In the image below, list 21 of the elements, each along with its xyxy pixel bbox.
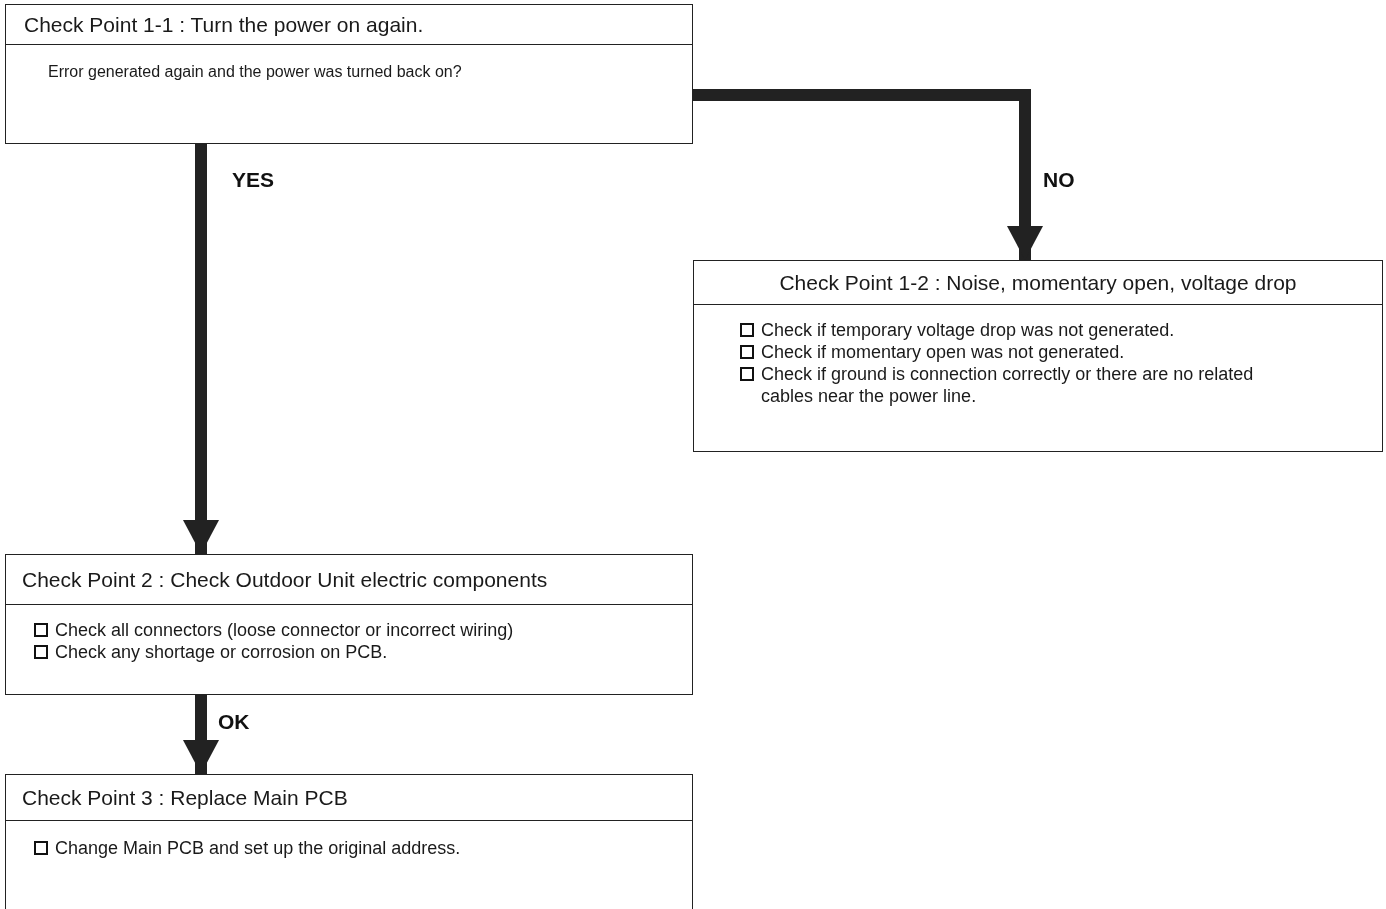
question-text: Error generated again and the power was turned back on? xyxy=(48,63,463,81)
process-box xyxy=(5,4,693,144)
checklist-item: Check if temporary voltage drop was not generated. xyxy=(761,319,1175,341)
checklist-item: Check if ground is connection correctly or there are no related cables near the power line. xyxy=(761,363,1255,407)
edge-label: NO xyxy=(1043,168,1075,192)
edge-label: OK xyxy=(218,710,250,734)
checklist-item: Check all connectors (loose connector or incorrect wiring) xyxy=(55,619,514,641)
box-heading: Check Point 1-2 : Noise, momentary open, voltage drop xyxy=(779,270,1297,295)
box-heading: Check Point 2 : Check Outdoor Unit electric components xyxy=(22,567,548,592)
process-box xyxy=(5,774,693,909)
box-heading: Check Point 1-1 : Turn the power on again. xyxy=(24,12,424,37)
arrow xyxy=(693,89,1043,260)
process-box xyxy=(693,260,1383,452)
checklist-item: Check any shortage or corrosion on PCB. xyxy=(55,641,388,663)
process-box xyxy=(5,554,693,695)
edge-label: YES xyxy=(232,168,275,192)
arrow xyxy=(183,144,219,554)
checklist-item: Check if momentary open was not generated. xyxy=(761,341,1125,363)
checklist-item: Change Main PCB and set up the original address. xyxy=(55,837,461,859)
box-heading: Check Point 3 : Replace Main PCB xyxy=(22,785,348,810)
arrow xyxy=(183,695,219,774)
